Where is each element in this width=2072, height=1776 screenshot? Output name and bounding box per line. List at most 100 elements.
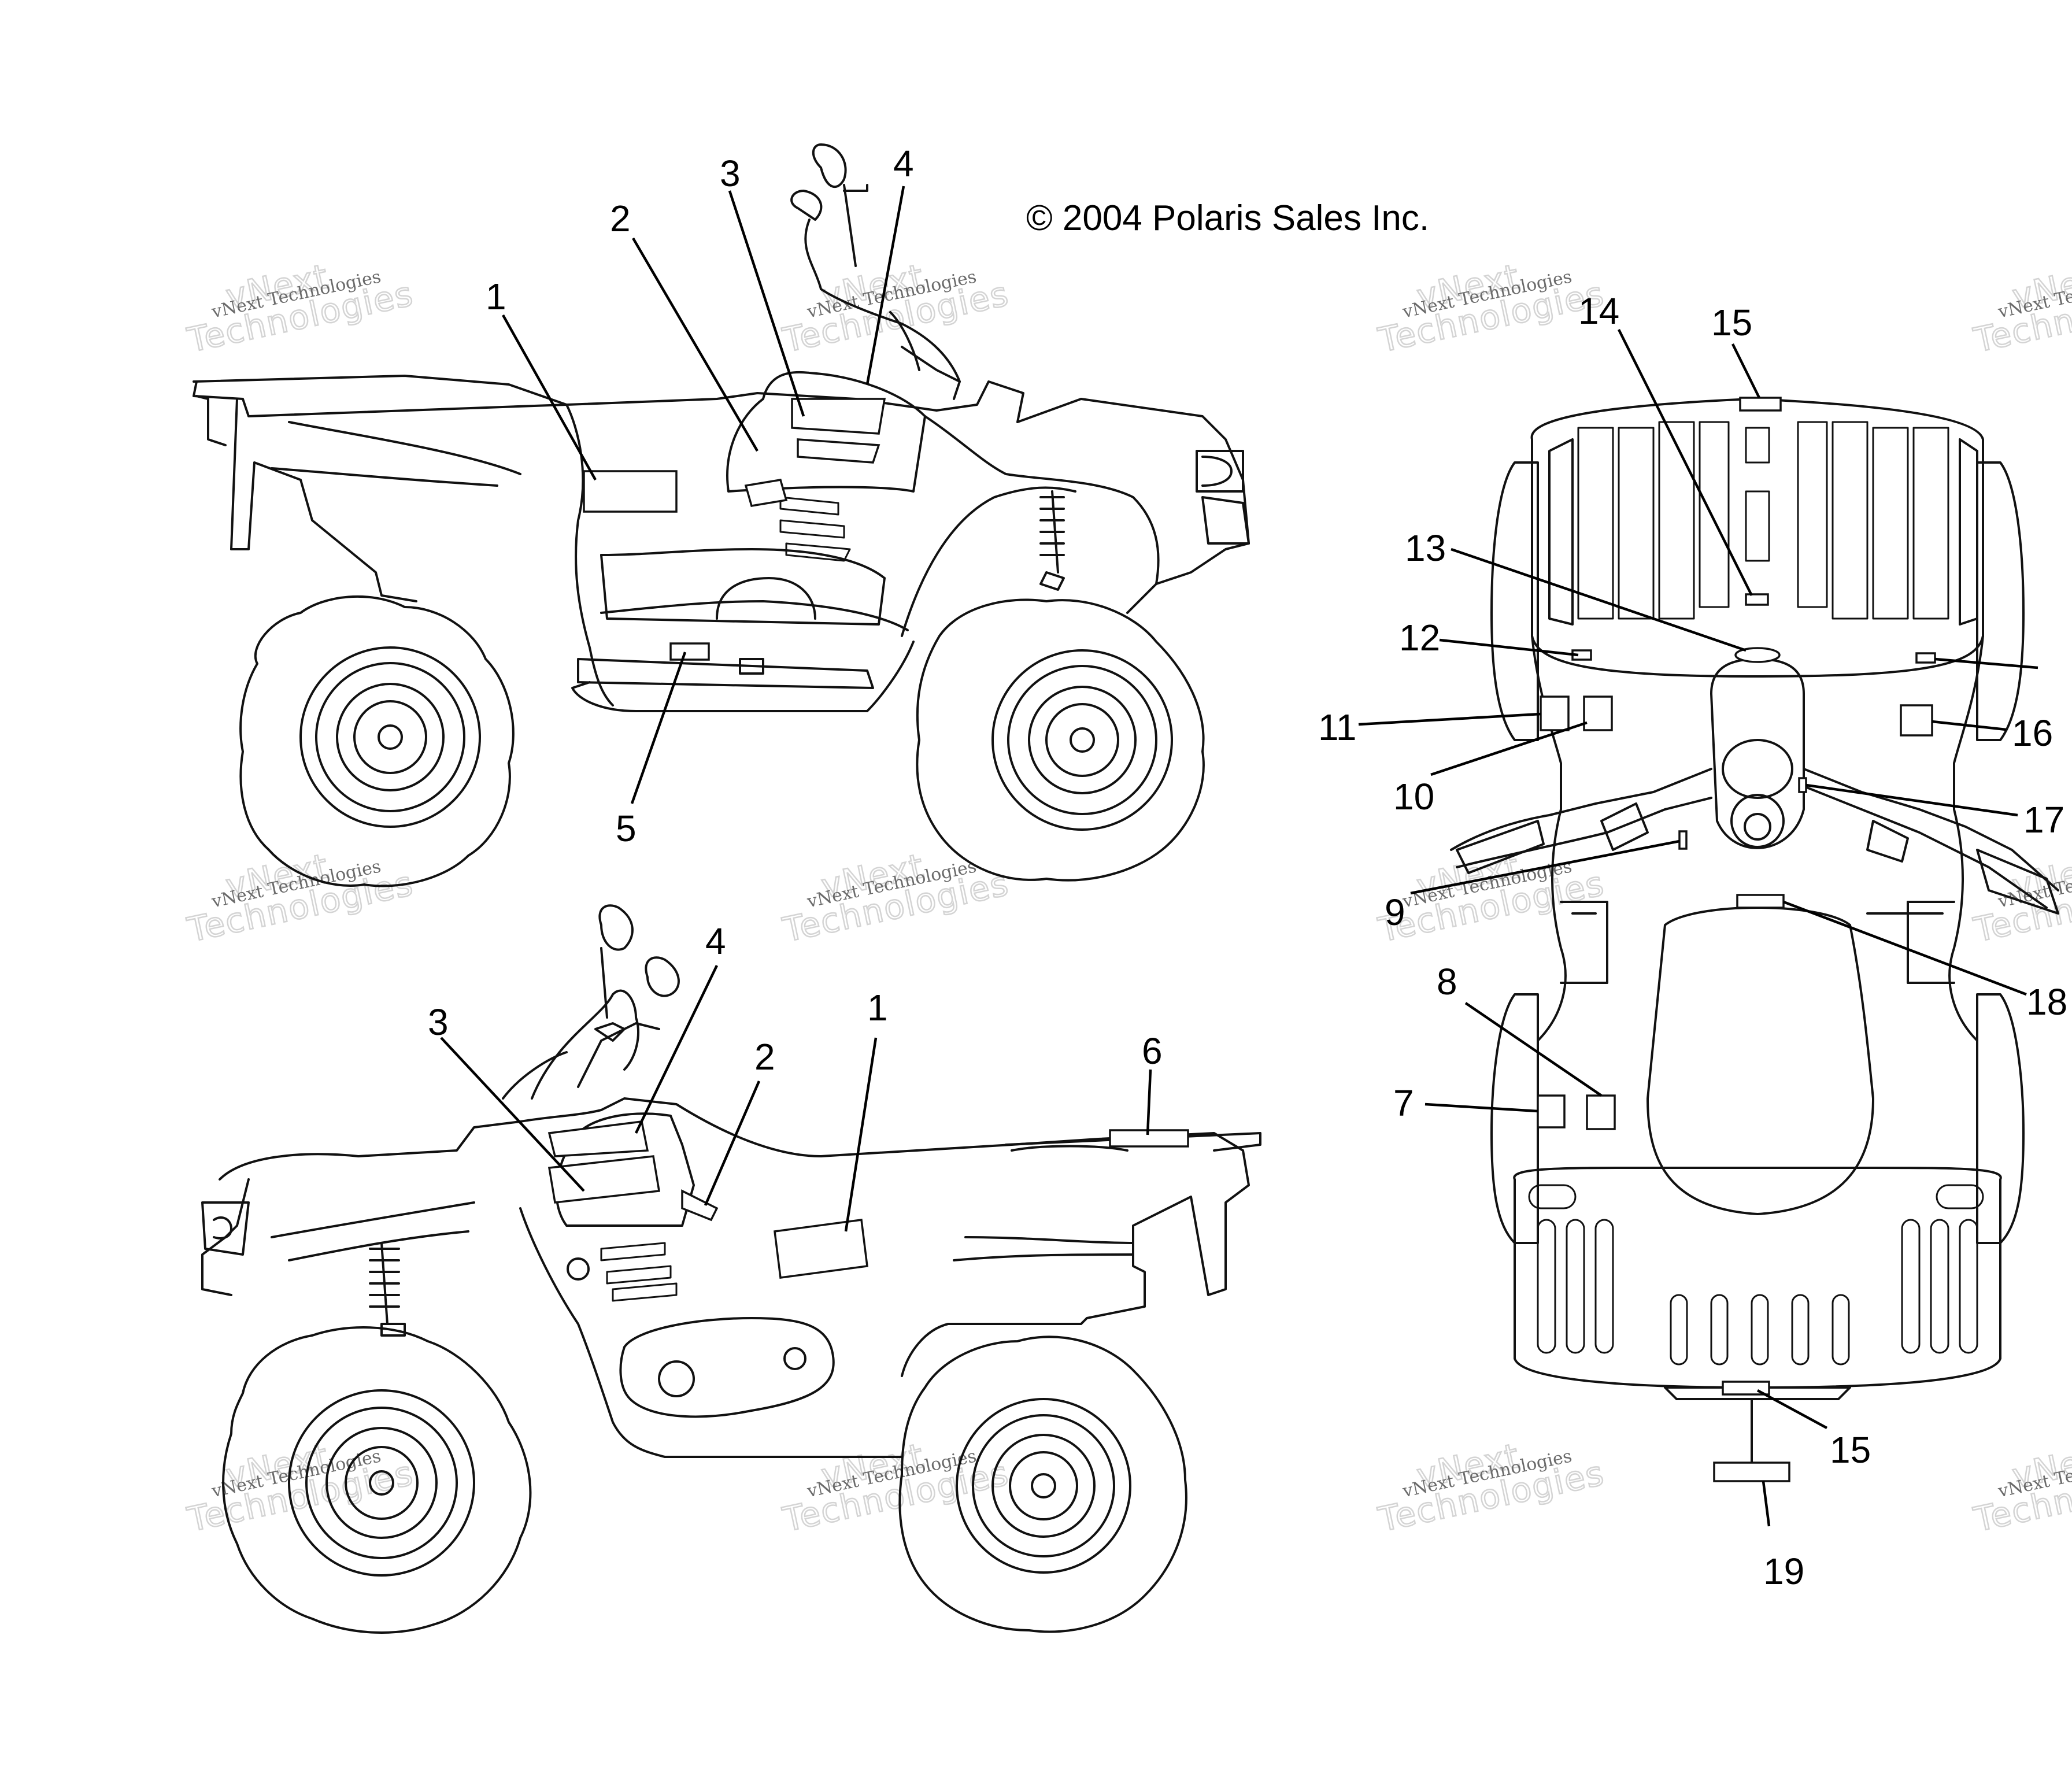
callout-12: 12 bbox=[1399, 617, 1440, 658]
decal-4-left bbox=[547, 1120, 649, 1157]
callout-9: 9 bbox=[1385, 891, 1405, 933]
atv-right-side-view bbox=[193, 143, 1250, 887]
decal-1-right bbox=[583, 470, 678, 513]
callout-18: 18 bbox=[2026, 981, 2067, 1023]
footrest-left bbox=[1560, 901, 1608, 984]
decal-2-right bbox=[744, 479, 788, 507]
decal-6-left bbox=[1109, 1129, 1189, 1148]
callout-3: 3 bbox=[428, 1001, 449, 1043]
front-wheel bbox=[222, 1326, 532, 1634]
side-vents bbox=[600, 1242, 678, 1302]
decal-1-left bbox=[774, 1219, 868, 1279]
rear-right-tire bbox=[1976, 993, 2025, 1244]
handlebar-mirror bbox=[790, 143, 961, 383]
side-panel bbox=[600, 554, 886, 626]
engine-bolt bbox=[783, 1347, 806, 1370]
callout-6: 6 bbox=[1142, 1030, 1163, 1072]
decal-8-top bbox=[1586, 1094, 1616, 1130]
front-left-tire bbox=[1490, 461, 1539, 741]
callout-15-rear: 15 bbox=[1830, 1429, 1871, 1471]
decal-1x-top bbox=[1915, 652, 1936, 664]
decal-16-top bbox=[1900, 704, 1933, 737]
headlight bbox=[1196, 450, 1244, 493]
rear-rack bbox=[193, 375, 568, 602]
atv-left-side-view bbox=[201, 904, 1261, 1634]
watermark: vNext Technologies vNext Technologies bbox=[779, 1435, 1013, 1540]
fender-curves bbox=[271, 1201, 1134, 1261]
watermark: vNext Technologies vNext Technologies bbox=[779, 845, 1013, 950]
callout-19: 19 bbox=[1763, 1551, 1804, 1592]
decal-3-right bbox=[791, 398, 886, 435]
engine-cover bbox=[619, 1317, 835, 1418]
decal-4-right bbox=[797, 438, 880, 464]
handlebar-grip bbox=[502, 1022, 626, 1100]
front-bumper bbox=[1201, 496, 1250, 545]
callout-13: 13 bbox=[1405, 527, 1446, 569]
front-shock bbox=[1039, 490, 1065, 591]
watermark-layer: vNext Technologies vNext Technologies vN… bbox=[183, 256, 2072, 1540]
rear-rack bbox=[1513, 1167, 2002, 1389]
callouts-left-side: 4 3 2 1 6 bbox=[428, 920, 1163, 1078]
callout-1: 1 bbox=[486, 276, 506, 317]
decal-3-left bbox=[547, 1155, 661, 1204]
front-shock bbox=[369, 1242, 406, 1337]
fender-curves bbox=[271, 421, 909, 631]
side-vents bbox=[779, 496, 851, 562]
callout-2: 2 bbox=[754, 1036, 775, 1078]
decal-11-top bbox=[1540, 695, 1570, 731]
watermark: vNext Technologies vNext Technologies bbox=[183, 845, 418, 950]
callout-10: 10 bbox=[1393, 776, 1434, 817]
engine-bolt bbox=[658, 1360, 695, 1397]
footrest-right bbox=[1866, 901, 1955, 984]
body-outline bbox=[193, 380, 1250, 712]
right-grip bbox=[1866, 820, 2059, 915]
decal-13-top bbox=[1734, 647, 1781, 663]
frame-tab bbox=[739, 658, 764, 675]
front-fender bbox=[901, 415, 1160, 637]
front-rack bbox=[1530, 398, 1984, 678]
callout-15: 15 bbox=[1711, 302, 1752, 343]
callouts-right-side: 1 2 3 4 5 bbox=[486, 143, 914, 849]
decal-9-top bbox=[1678, 830, 1688, 850]
footwell bbox=[577, 658, 874, 689]
callout-3: 3 bbox=[720, 153, 741, 194]
rear-rack-slots bbox=[1528, 1184, 1984, 1366]
callout-16: 16 bbox=[2012, 712, 2053, 754]
decal-18-top bbox=[1736, 894, 1785, 909]
left-grip bbox=[1456, 802, 1649, 874]
decal-2-left bbox=[681, 1189, 719, 1222]
rear-hitch bbox=[1664, 1386, 1851, 1464]
watermark: vNext Technologies vNext Technologies bbox=[1374, 256, 1609, 361]
callout-2: 2 bbox=[610, 198, 631, 239]
decal-15-top-front bbox=[1739, 397, 1782, 412]
handlebar bbox=[1450, 768, 2059, 909]
front-rack-slots bbox=[1577, 421, 1949, 620]
rear-wheel bbox=[898, 1335, 1187, 1633]
decal-17-top bbox=[1798, 777, 1807, 793]
console bbox=[1710, 658, 1805, 849]
callout-7: 7 bbox=[1393, 1082, 1414, 1124]
decal-10-top bbox=[1583, 695, 1613, 731]
callout-17: 17 bbox=[2023, 799, 2064, 841]
watermark: vNext Technologies vNext Technologies bbox=[1970, 1435, 2072, 1540]
callouts-top-view: 7 8 9 10 11 12 13 14 15 16 17 18 15 19 bbox=[1318, 290, 2067, 1592]
leader-lines bbox=[440, 186, 2038, 1527]
rear-left-tire bbox=[1490, 993, 1539, 1244]
callout-11: 11 bbox=[1318, 706, 1356, 748]
handlebar-grip bbox=[889, 311, 961, 400]
front-rack bbox=[201, 1201, 250, 1256]
handlebar-mirror bbox=[531, 904, 680, 1100]
fuel-tank bbox=[726, 371, 926, 493]
fuel-cap bbox=[567, 1257, 590, 1281]
atv-top-view bbox=[1450, 397, 2059, 1482]
watermark: vNext Technologies vNext Technologies bbox=[1970, 256, 2072, 361]
decal-7-top bbox=[1537, 1094, 1566, 1128]
callout-4: 4 bbox=[705, 920, 726, 962]
watermark: vNext Technologies vNext Technologies bbox=[183, 256, 418, 361]
callout-4: 4 bbox=[893, 143, 914, 184]
watermark: vNext Technologies vNext Technologies bbox=[1374, 1435, 1609, 1540]
front-wheel bbox=[916, 598, 1205, 882]
decal-5-right bbox=[669, 642, 710, 661]
